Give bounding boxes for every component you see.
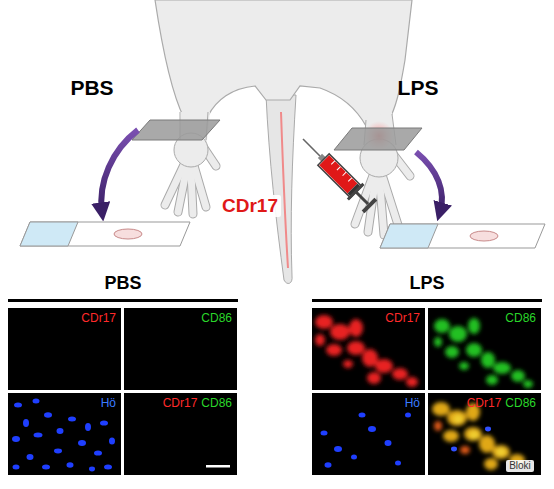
micrograph-tile: CD86 xyxy=(428,308,541,390)
micrograph-tile: CD86 xyxy=(124,308,237,390)
micrograph-tile: Hö xyxy=(8,393,121,475)
probe-label: CDr17 xyxy=(219,195,281,217)
micrograph-tile: CDr17 xyxy=(8,308,121,390)
panel-header: LPS xyxy=(409,273,444,294)
condition-label: PBS xyxy=(70,76,113,100)
micrograph-tile: CDr17CD86 xyxy=(124,393,237,475)
channel-label: CDr17 xyxy=(385,311,420,325)
micrograph-tile: Hö xyxy=(312,393,425,475)
channel-label: CD86 xyxy=(201,311,232,325)
channel-label: CD86 xyxy=(201,396,232,410)
panel-header: PBS xyxy=(104,273,141,294)
channel-label: CDr17 xyxy=(163,396,198,410)
channel-label: CDr17 xyxy=(467,396,502,410)
micrograph-tile: CDr17 xyxy=(312,308,425,390)
watermark: Bloki xyxy=(506,460,534,472)
condition-label: LPS xyxy=(398,76,439,100)
channel-label: Hö xyxy=(101,396,116,410)
channel-label: Hö xyxy=(405,396,420,410)
channel-label: CD86 xyxy=(505,311,536,325)
channel-label: CDr17 xyxy=(81,311,116,325)
channel-label: CD86 xyxy=(505,396,536,410)
